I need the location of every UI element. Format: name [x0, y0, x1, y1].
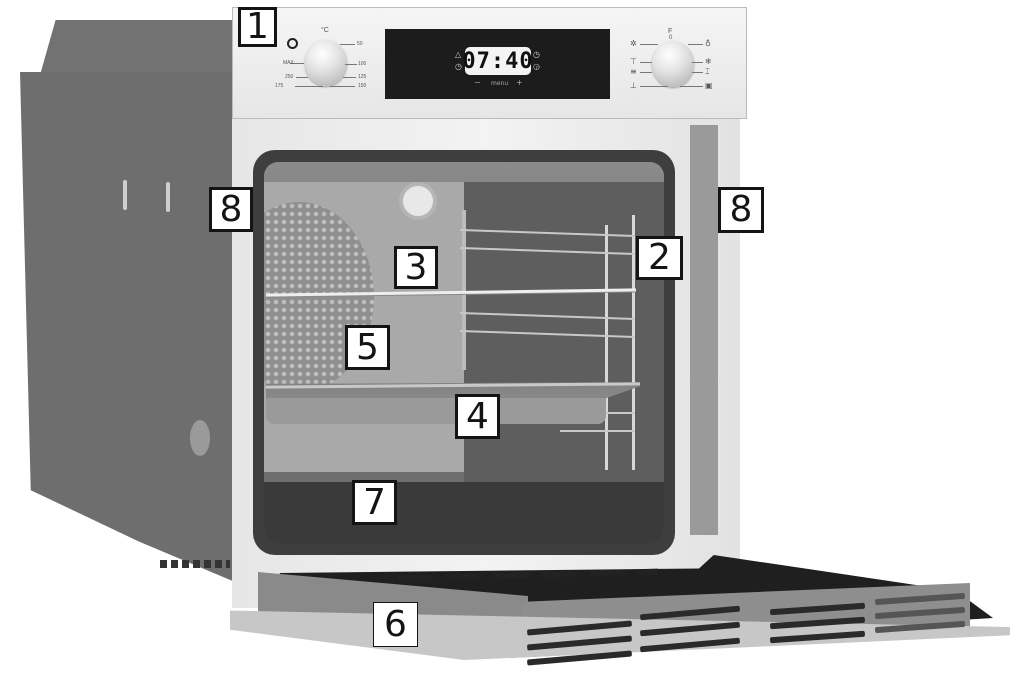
side-rack-front-rail	[632, 215, 635, 470]
side-rack-rear-rail	[605, 225, 608, 470]
baking-tray-body	[266, 398, 606, 424]
callout-8-right-mount: 8	[718, 187, 764, 233]
defrost-icon: ❄	[705, 57, 712, 66]
callout-7-oven-floor: 7	[352, 480, 397, 525]
side-bottom-vents	[160, 560, 230, 568]
minus-button[interactable]: −	[474, 78, 481, 87]
bottom-heat-icon: ⊥	[630, 81, 637, 90]
function-knob[interactable]	[652, 41, 694, 87]
alarm-bell-icon: △	[455, 50, 462, 59]
grill-icon: ⌶	[705, 67, 710, 76]
clock-icon: ◷	[455, 62, 462, 71]
callout-1-control-panel: 1	[238, 7, 277, 47]
callout-3-wire-shelf: 3	[394, 246, 438, 289]
cooking-end-icon: ◷	[533, 50, 540, 59]
cavity-floor	[264, 482, 664, 544]
fan-grill-icon: ▣	[705, 81, 713, 90]
right-frame-shadow	[690, 125, 718, 535]
oven-top-side	[40, 20, 235, 75]
top-heat-icon: ⊤	[630, 57, 637, 66]
side-knob-hole	[190, 420, 210, 456]
callout-6-door: 6	[373, 602, 418, 647]
callout-5-fan-cover: 5	[345, 325, 390, 370]
plus-button[interactable]: +	[516, 78, 523, 87]
function-top-label: F	[668, 28, 673, 35]
oven-side-panel	[20, 72, 235, 582]
callout-4-baking-tray: 4	[455, 394, 500, 439]
function-off-label: 0	[669, 35, 673, 41]
power-indicator-light	[287, 38, 298, 49]
top-bottom-heat-icon: ≡	[630, 67, 637, 76]
fan-icon: ✲	[630, 39, 637, 48]
menu-button[interactable]: menu	[491, 80, 509, 87]
temp-unit-label: °C	[321, 27, 329, 34]
temperature-knob[interactable]	[305, 40, 347, 86]
side-slot	[166, 182, 170, 212]
oven-light	[399, 182, 437, 220]
side-slot	[123, 180, 127, 210]
callout-8-left-mount: 8	[209, 187, 253, 232]
clock-readout: 07:40	[462, 47, 534, 75]
light-icon: ♁	[705, 39, 711, 48]
cooking-duration-icon: ◶	[533, 62, 540, 71]
callout-2-side-racks: 2	[636, 236, 683, 280]
